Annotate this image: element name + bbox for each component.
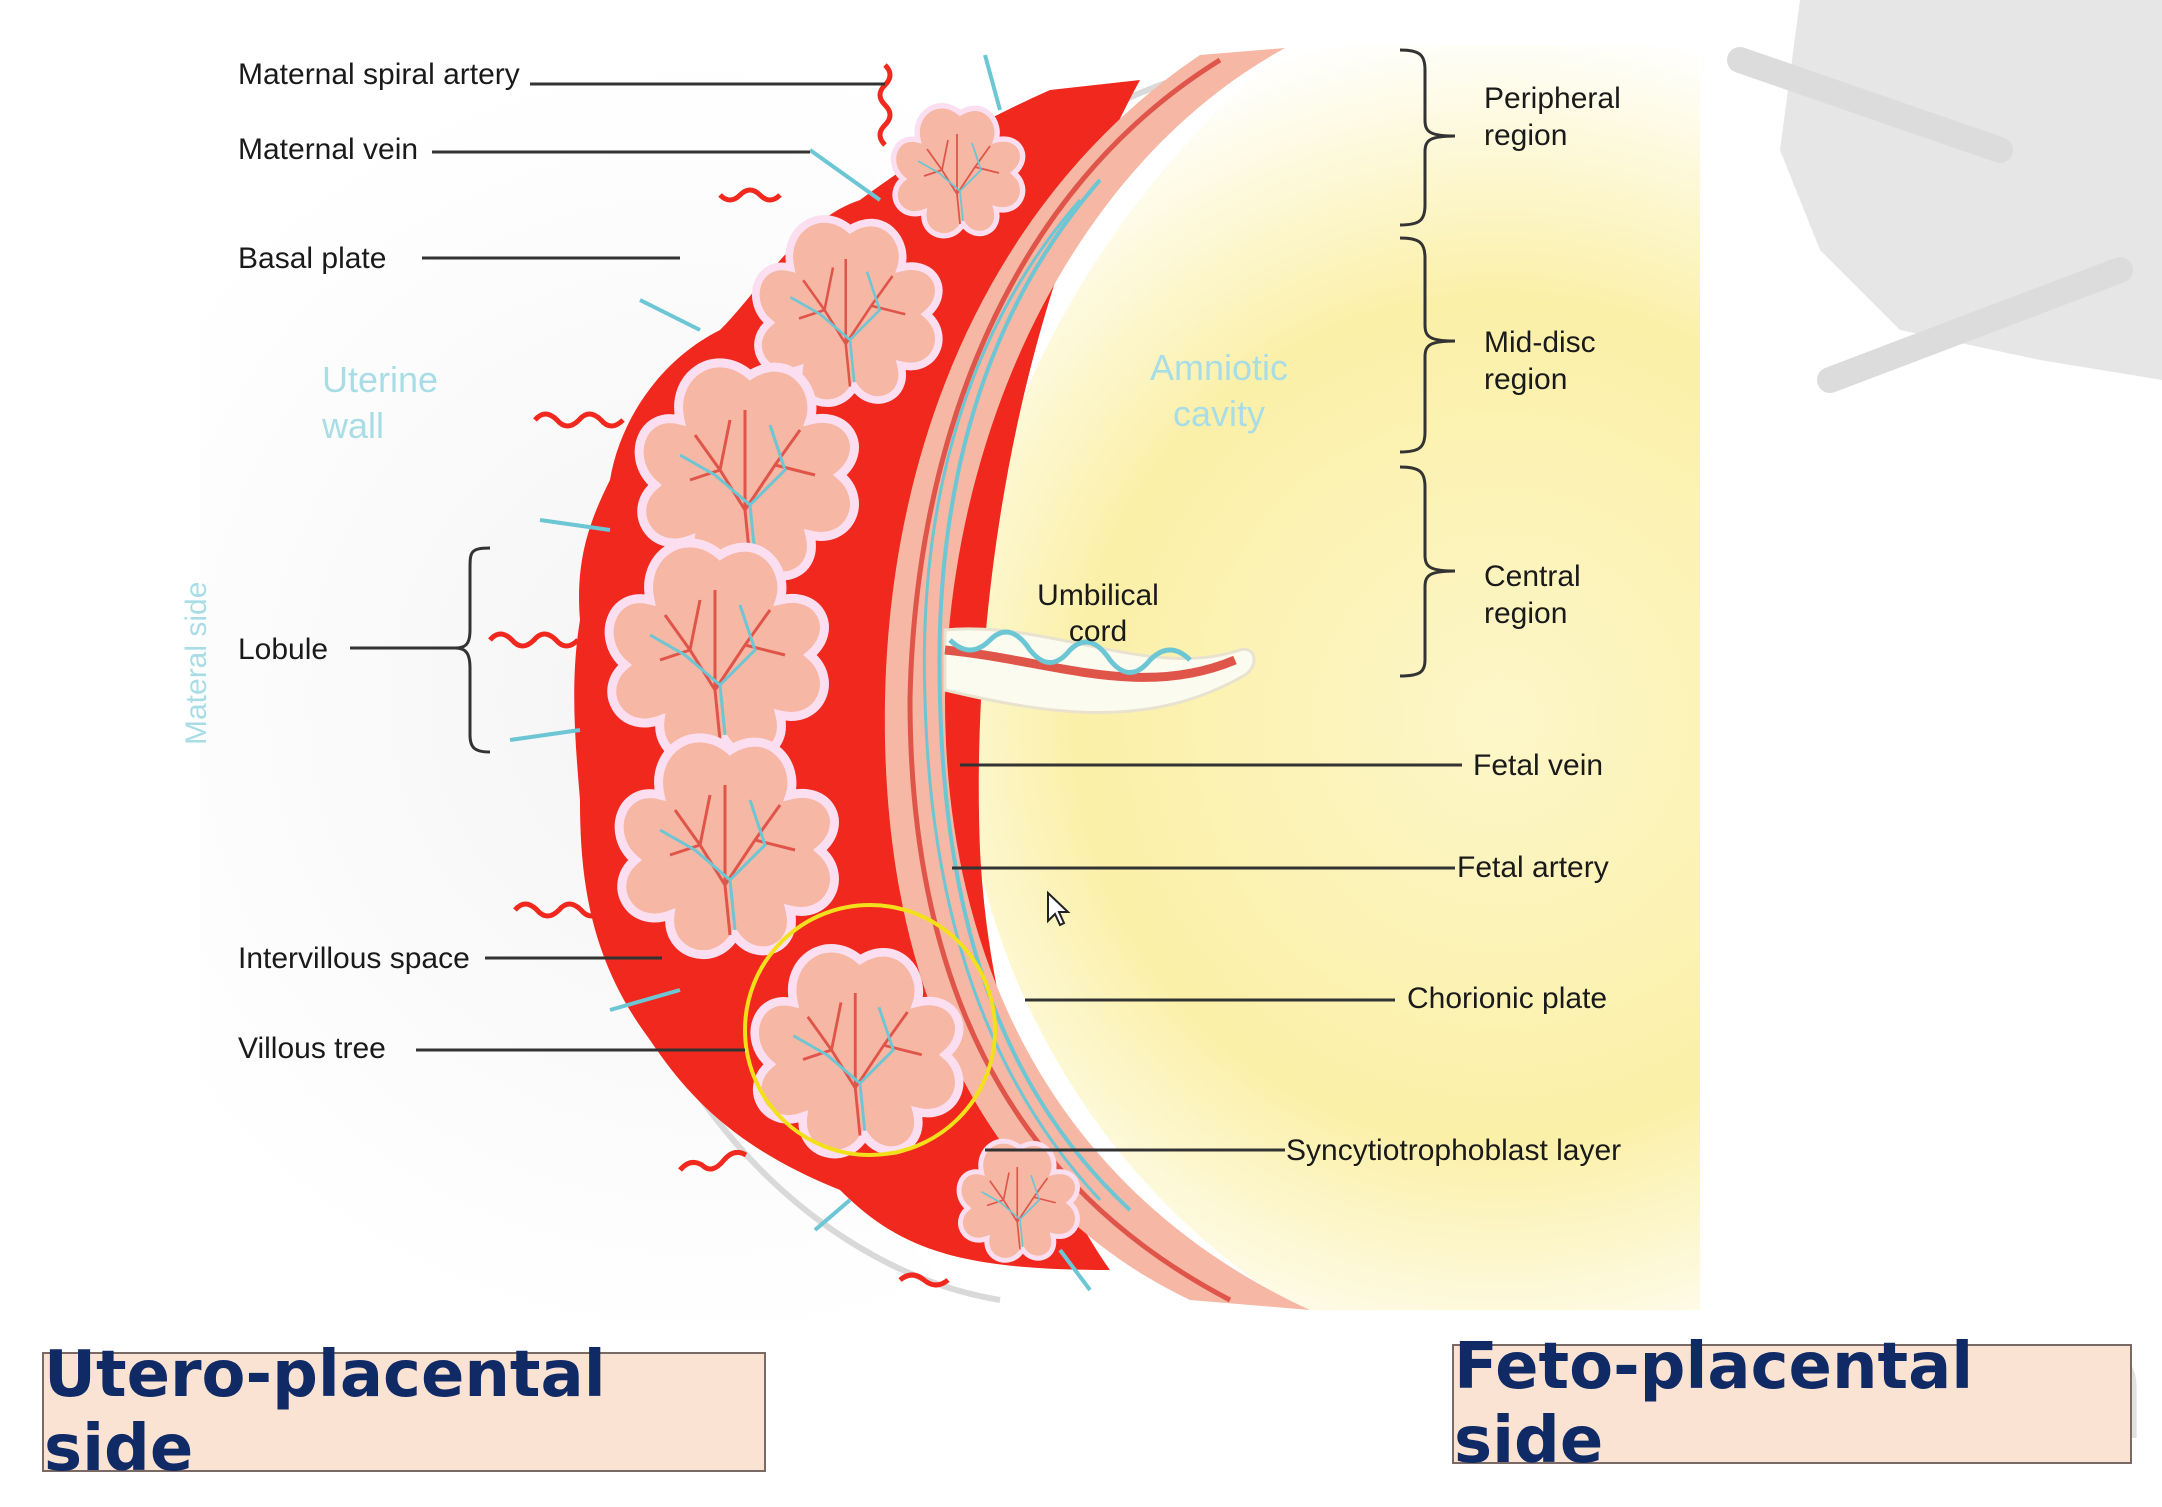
maternal-side-label: Materal side <box>180 582 213 745</box>
maternal-vein-label: Maternal vein <box>238 133 418 166</box>
fetal-vein-label: Fetal vein <box>1473 749 1603 782</box>
mid-disc-region-label-1: Mid-disc <box>1484 326 1596 359</box>
umbilical-cord-label-1: Umbilical <box>1037 579 1159 612</box>
intervillous-space-label: Intervillous space <box>238 942 470 975</box>
syncytiotrophoblast-layer-label: Syncytiotrophoblast layer <box>1286 1134 1621 1167</box>
mouse-cursor-icon <box>1047 890 1071 927</box>
uterine-wall-label-1: Uterine <box>322 359 438 400</box>
feto-placental-side-box: Feto-placental side <box>1452 1330 2132 1478</box>
umbilical-cord-label-2: cord <box>1069 615 1127 648</box>
villous-tree-label: Villous tree <box>238 1032 386 1065</box>
maternal-spiral-artery-label: Maternal spiral artery <box>238 58 520 91</box>
basal-plate-label: Basal plate <box>238 242 386 275</box>
amniotic-cavity-label-1: Amniotic <box>1150 347 1288 388</box>
mid-disc-region-label-2: region <box>1484 363 1567 396</box>
peripheral-region-label-1: Peripheral <box>1484 82 1621 115</box>
central-region-label-2: region <box>1484 597 1567 630</box>
chorionic-plate-label: Chorionic plate <box>1407 982 1607 1015</box>
fetal-artery-label: Fetal artery <box>1457 851 1609 884</box>
central-region-label-1: Central <box>1484 560 1581 593</box>
lobule-label: Lobule <box>238 633 328 666</box>
uterine-wall-label-2: wall <box>321 405 384 446</box>
utero-placental-side-box: Utero-placental side <box>42 1338 766 1486</box>
peripheral-region-label-2: region <box>1484 119 1567 152</box>
highlight-circle <box>743 903 997 1157</box>
amniotic-cavity-label-2: cavity <box>1173 393 1265 434</box>
